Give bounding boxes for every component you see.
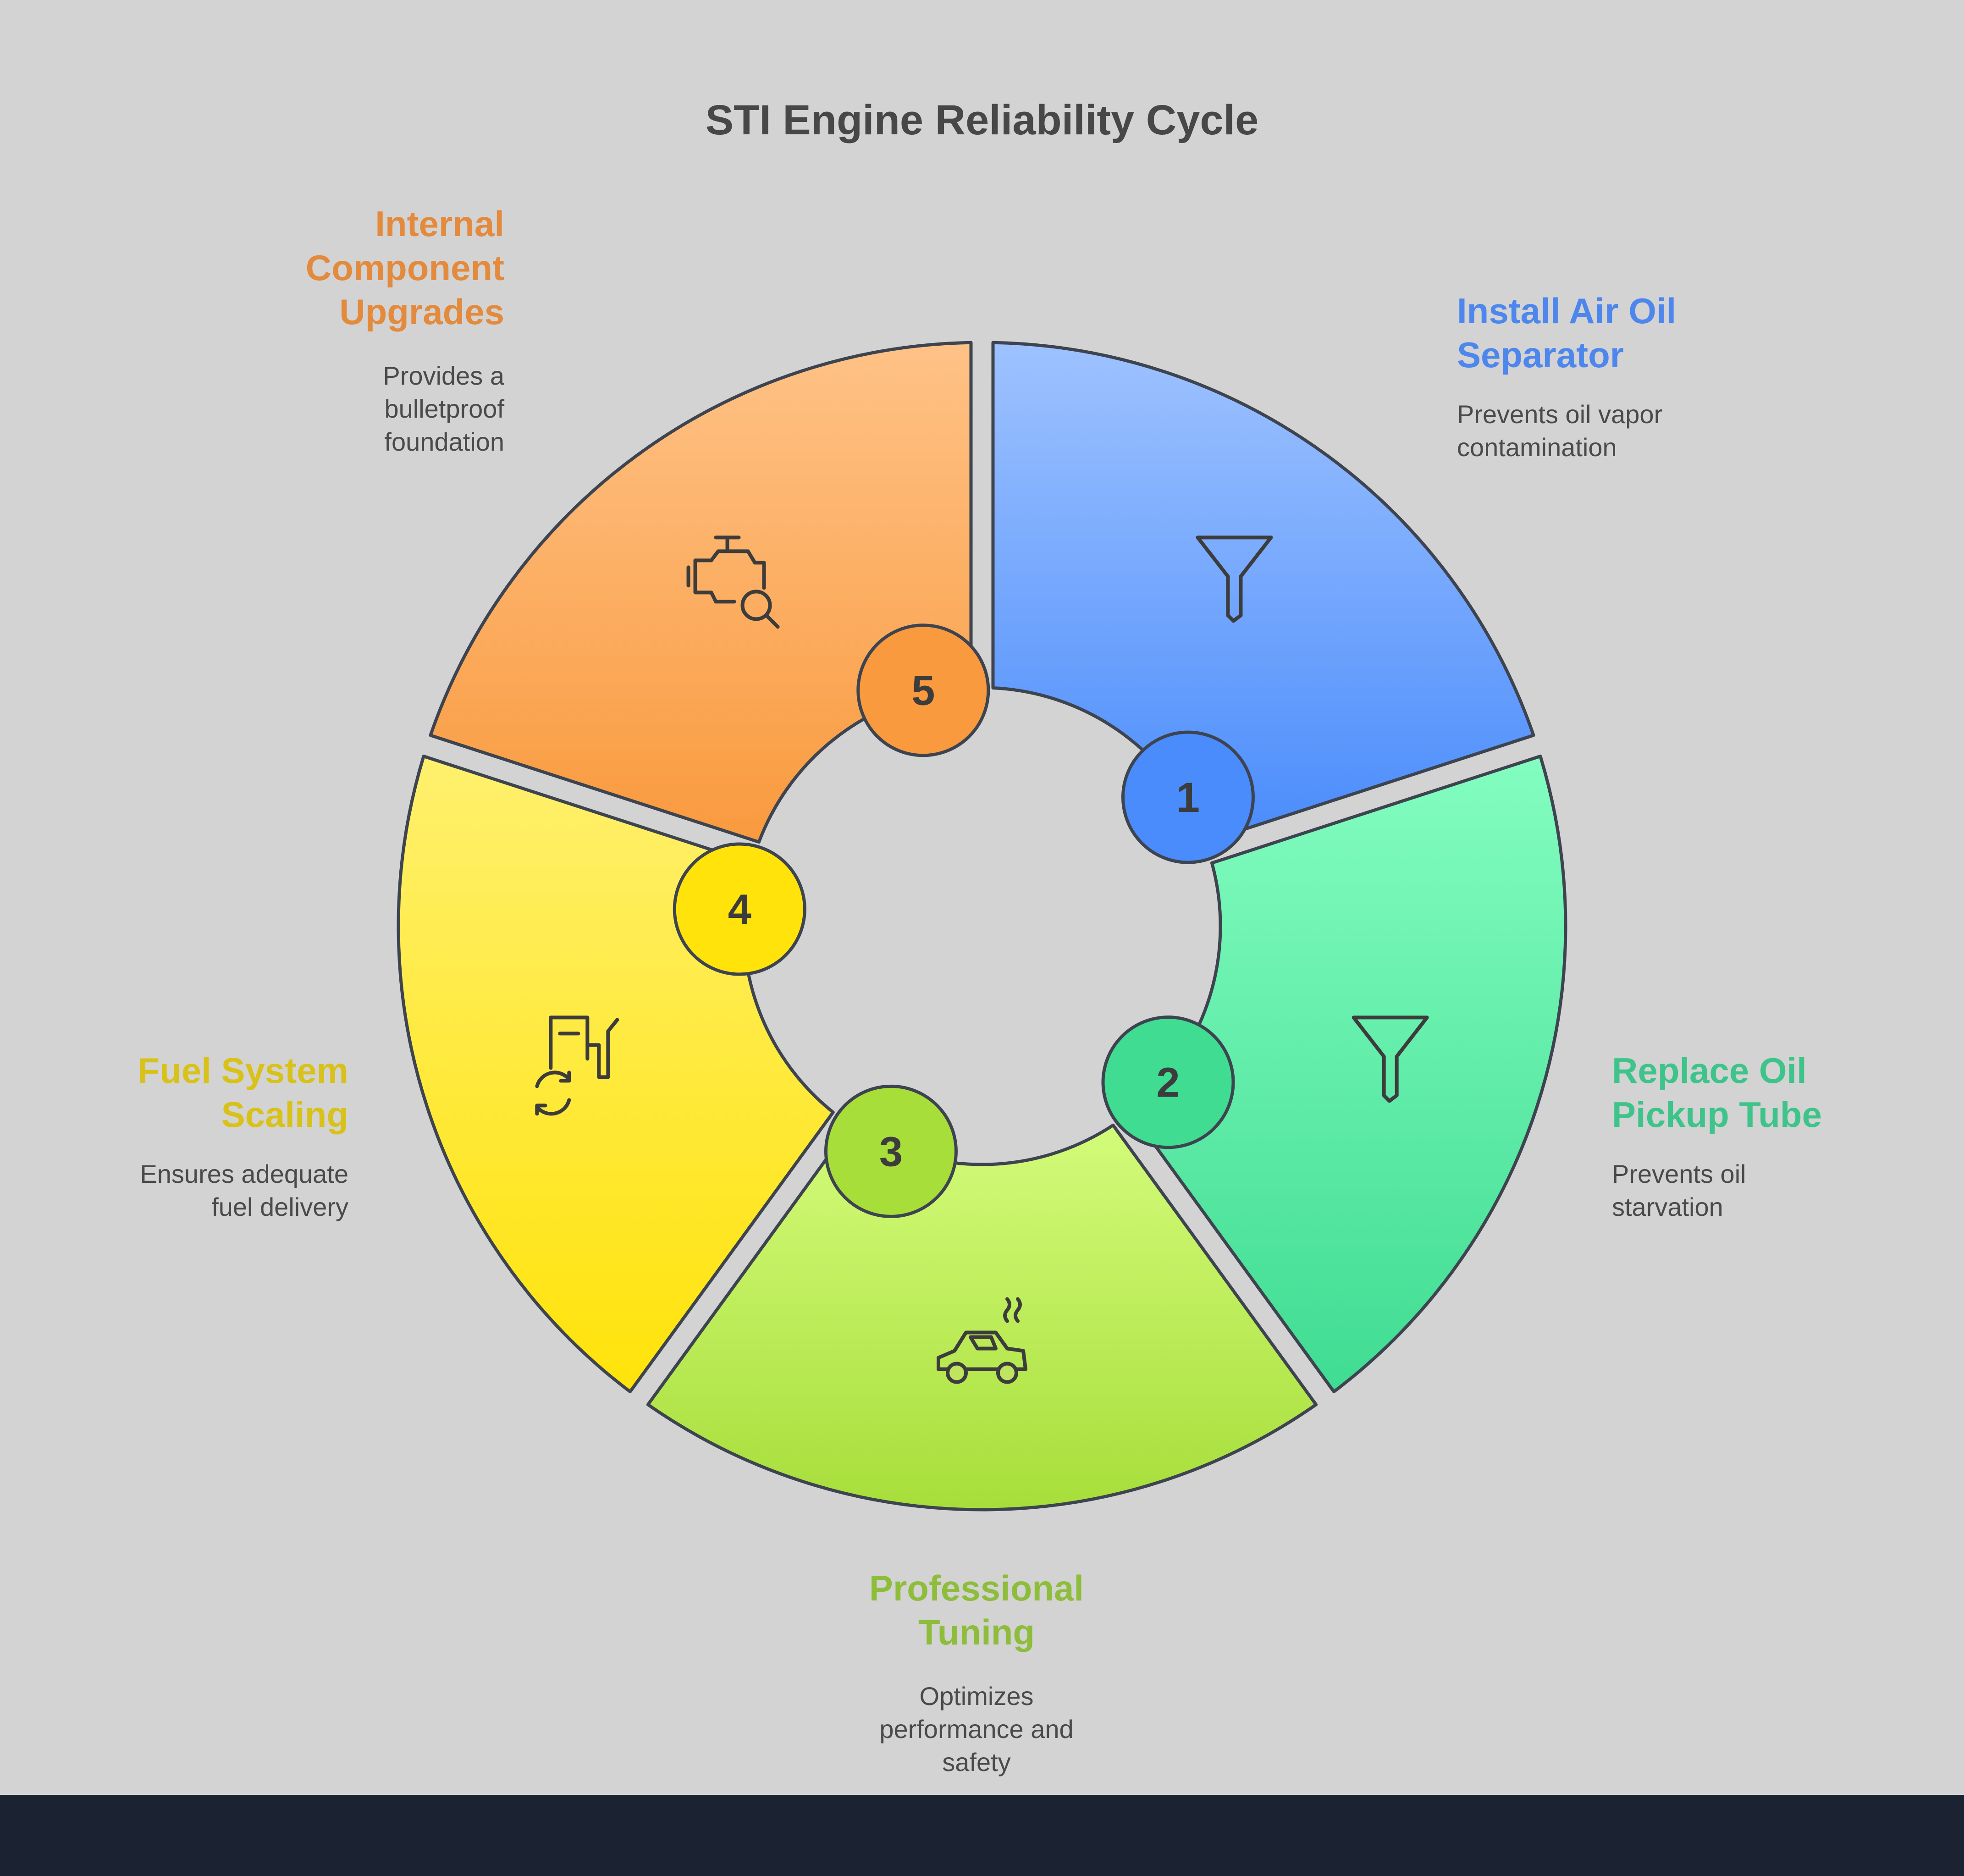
step-4-description: Ensures adequate fuel delivery <box>140 1159 348 1221</box>
funnel-icon <box>1352 1015 1429 1103</box>
step-3-description: Optimizes performance and safety <box>879 1682 1074 1777</box>
step-1-badge: 1 <box>1121 730 1255 864</box>
step-4-title: Fuel System Scaling <box>138 1050 348 1135</box>
step-4-badge: 4 <box>673 842 806 976</box>
step-5-badge: 5 <box>856 623 990 757</box>
step-3-title: Professional Tuning <box>869 1568 1084 1652</box>
funnel-icon <box>1196 535 1273 623</box>
step-2-description: Prevents oil starvation <box>1612 1159 1746 1221</box>
step-5-description: Provides a bulletproof foundation <box>383 361 504 456</box>
fuel-pump-refresh-icon <box>535 1015 619 1116</box>
step-3-number: 3 <box>879 1128 903 1175</box>
step-2-title: Replace Oil Pickup Tube <box>1612 1050 1822 1135</box>
engine-inspect-icon <box>686 535 780 629</box>
segment-step-3 <box>646 1123 1318 1512</box>
segment-step-1 <box>991 341 1535 844</box>
step-4-number: 4 <box>728 886 751 933</box>
step-1-description: Prevents oil vapor contamination <box>1457 400 1663 462</box>
step-1-number: 1 <box>1176 774 1200 821</box>
segment-step-2 <box>1129 755 1567 1394</box>
footer-bar <box>0 1795 1964 1876</box>
step-1-title: Install Air Oil Separator <box>1457 291 1677 375</box>
page-title: STI Engine Reliability Cycle <box>705 97 1259 143</box>
step-2-number: 2 <box>1156 1059 1180 1106</box>
step-5-number: 5 <box>911 668 935 714</box>
car-engine-steam-icon <box>937 1297 1027 1384</box>
step-5-title: Internal Component Upgrades <box>305 204 504 332</box>
step-3-badge: 3 <box>824 1084 958 1218</box>
step-2-badge: 2 <box>1101 1015 1235 1149</box>
